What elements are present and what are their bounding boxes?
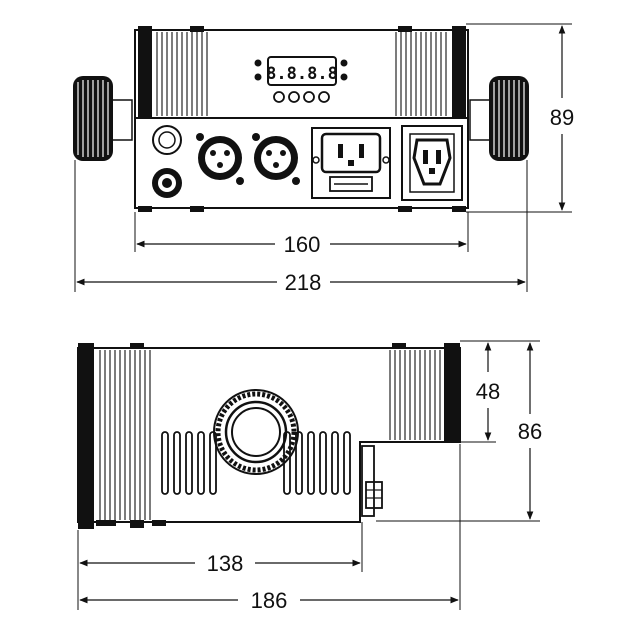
down-button (303, 91, 315, 103)
front-view: 8.8.8.8 (73, 23, 574, 295)
dimension-height-upper: 48 (460, 340, 500, 443)
indicator-dot (340, 73, 348, 81)
round-connector (152, 168, 182, 198)
side-knob (213, 389, 299, 475)
indicator-dot (254, 59, 262, 67)
xlr-in-connector (196, 133, 244, 185)
up-button (288, 91, 300, 103)
menu-button (273, 91, 285, 103)
dimension-width-overall: 218 (74, 160, 528, 295)
side-view: 48 86 138 186 (77, 340, 542, 613)
indicator-dot (254, 73, 262, 81)
dimension-height: 89 (466, 23, 574, 213)
led-display-text: 8.8.8.8 (266, 64, 338, 84)
dimension-label-160: 160 (284, 232, 321, 257)
led-display (267, 56, 337, 86)
connector-panel (134, 117, 469, 212)
dimension-label-218: 218 (285, 270, 322, 295)
dimension-label-89: 89 (550, 105, 574, 130)
side-body (77, 343, 461, 529)
dimension-label-48: 48 (476, 379, 500, 404)
control-panel: 8.8.8.8 (254, 56, 348, 103)
dimension-label-186: 186 (251, 588, 288, 613)
dimension-height-overall: 86 (376, 340, 542, 522)
right-knob (469, 76, 529, 161)
power-inlet (311, 127, 391, 199)
dimension-label-86: 86 (518, 419, 542, 444)
power-outlet (401, 125, 463, 201)
side-connector-block (361, 445, 383, 517)
xlr-out-connector (252, 133, 300, 185)
indicator-dot (340, 59, 348, 67)
dimension-width-body: 160 (134, 212, 469, 257)
dimension-depth-body: 138 (77, 522, 363, 610)
vent-slots (161, 431, 351, 495)
left-knob (73, 76, 133, 161)
top-housing (134, 26, 469, 119)
dimension-label-138: 138 (207, 551, 244, 576)
fuse-holder (152, 125, 182, 155)
dimension-depth-overall: 186 (79, 444, 461, 613)
enter-button (318, 91, 330, 103)
